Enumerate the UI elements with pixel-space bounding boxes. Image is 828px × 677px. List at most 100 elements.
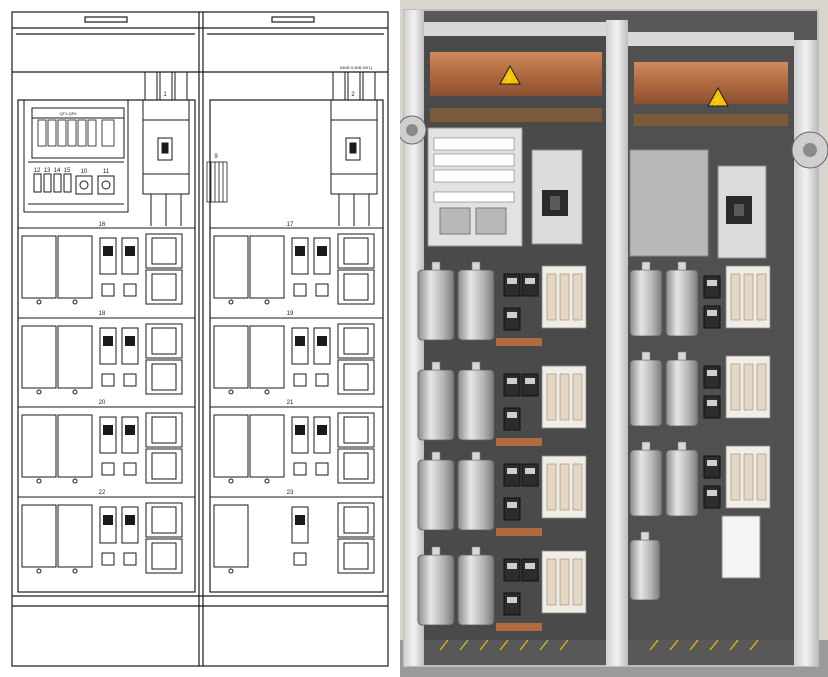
cabinet-photo: ⚡ ⚡ xyxy=(400,0,828,677)
small-label: 14 xyxy=(54,168,61,174)
contactor xyxy=(99,506,117,544)
capacitor-terminal xyxy=(36,478,42,484)
capacitor-cap xyxy=(641,441,651,451)
contactor xyxy=(121,327,139,365)
capacitor-cap xyxy=(471,261,481,271)
contactor-photo xyxy=(521,373,539,397)
contactor-face xyxy=(125,336,135,346)
relay-label: QF1-QF6 xyxy=(60,111,78,116)
capacitor-cap xyxy=(471,546,481,556)
contactor-face xyxy=(317,246,327,256)
contactor-face xyxy=(125,515,135,525)
overload-relay xyxy=(101,552,115,566)
capacitor-cylinder xyxy=(417,459,455,531)
contactor-label-plate xyxy=(507,378,517,384)
contactor-photo xyxy=(521,273,539,297)
capacitor-cap xyxy=(431,546,441,556)
vertical-rack xyxy=(206,161,228,203)
overload-relay xyxy=(101,283,115,297)
contactor-face xyxy=(125,246,135,256)
contactor xyxy=(121,237,139,275)
capacitor xyxy=(213,325,249,389)
warning-sign-right xyxy=(707,86,729,107)
capacitor-cylinder xyxy=(665,269,699,337)
fuse-holder xyxy=(343,452,369,480)
small-label: 15 xyxy=(64,168,71,174)
fuse-holder xyxy=(343,506,369,534)
contactor-photo xyxy=(521,558,539,582)
capacitor-cap xyxy=(641,261,651,271)
fuse-element xyxy=(572,373,583,421)
fuse-block xyxy=(145,448,183,484)
contactor xyxy=(313,416,331,454)
contactor-photo xyxy=(703,305,721,329)
contactor xyxy=(313,327,331,365)
contactor-photo xyxy=(703,275,721,299)
capacitor-cap xyxy=(431,261,441,271)
fuse-element xyxy=(730,363,741,411)
fuse-holder xyxy=(343,237,369,265)
small-label: 12 xyxy=(34,168,41,174)
fuse-block xyxy=(337,233,375,269)
capacitor-cylinder xyxy=(417,269,455,341)
capacitor-terminal xyxy=(36,568,42,574)
cabinet-schematic-drawing: QF1-QF6 12 13 14 15 10 11 1 2 54KВ xyxy=(0,0,400,677)
fuse-element xyxy=(743,363,754,411)
contactor xyxy=(99,327,117,365)
main-breaker-left xyxy=(142,71,190,226)
copper-link xyxy=(496,338,542,346)
capacitor-cap xyxy=(471,451,481,461)
capacitor xyxy=(57,235,93,299)
contactor-photo xyxy=(503,407,521,431)
contactor-photo xyxy=(503,307,521,331)
capacitor-cap xyxy=(641,351,651,361)
fuse-holder xyxy=(151,416,177,444)
warning-symbol: ⚡ xyxy=(712,94,724,107)
capacitor-cap xyxy=(677,261,687,271)
fuse-block xyxy=(145,323,183,359)
contactor xyxy=(313,237,331,275)
capacitor-cylinder xyxy=(629,269,663,337)
fuse-element xyxy=(572,463,583,511)
breaker-label-1: 1 xyxy=(163,92,167,98)
contactor-photo xyxy=(503,592,521,616)
contactor xyxy=(291,237,309,275)
capacitor-terminal xyxy=(228,568,234,574)
contactor-face xyxy=(103,425,113,435)
contactor-label-plate xyxy=(525,278,535,284)
capacitor xyxy=(249,414,285,478)
contactor-label-plate xyxy=(507,502,517,508)
fuse-holder xyxy=(343,416,369,444)
small-labels: 12 13 14 15 10 11 xyxy=(34,168,110,175)
capacitor-cells-left xyxy=(18,227,195,574)
contactor-label-plate xyxy=(707,460,717,466)
copper-link xyxy=(496,438,542,446)
contactor-face xyxy=(295,515,305,525)
overload-relay xyxy=(123,373,137,387)
contactor-photo xyxy=(703,455,721,479)
contactor-photo xyxy=(703,395,721,419)
fuse-element xyxy=(559,558,570,606)
capacitor-terminal xyxy=(228,389,234,395)
capacitor xyxy=(57,325,93,389)
capacitor-cylinder xyxy=(629,449,663,517)
capacitor-cylinder xyxy=(665,449,699,517)
capacitor xyxy=(213,414,249,478)
fuse-block xyxy=(145,359,183,395)
capacitor xyxy=(21,504,57,568)
cell-label: 20 xyxy=(99,400,106,406)
capacitor xyxy=(21,325,57,389)
cell-label: 17 xyxy=(287,222,294,228)
breaker-label-2: 2 xyxy=(351,92,355,98)
fuse-element xyxy=(559,463,570,511)
capacitor xyxy=(213,504,249,568)
fuse-element xyxy=(559,373,570,421)
capacitor-cap xyxy=(431,451,441,461)
contactor-label-plate xyxy=(707,400,717,406)
main-breaker-right xyxy=(330,71,378,226)
capacitor-cylinder xyxy=(457,269,495,341)
cabinet-outline xyxy=(11,11,389,667)
contactor-face xyxy=(295,425,305,435)
reactor-unit xyxy=(721,515,761,579)
overload-relay xyxy=(101,373,115,387)
